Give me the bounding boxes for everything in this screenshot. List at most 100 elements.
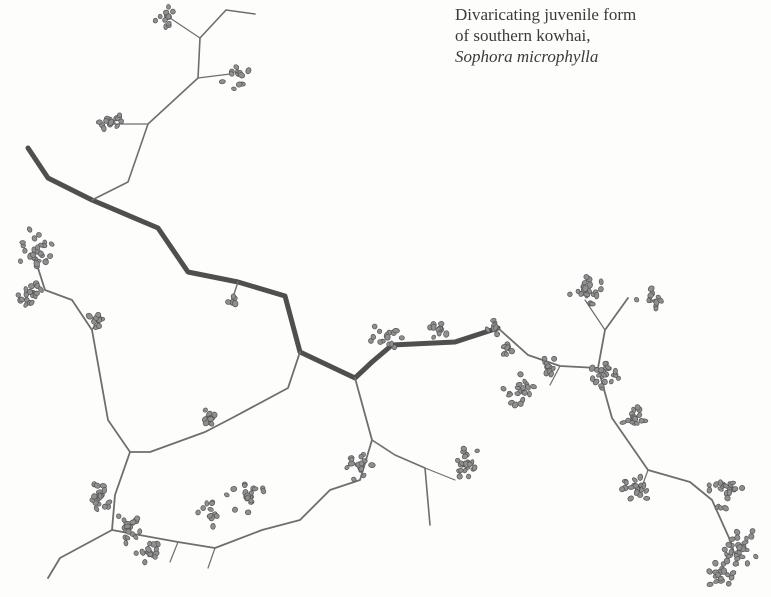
leaflet xyxy=(139,548,146,556)
leaflet xyxy=(508,348,515,355)
leaflet xyxy=(724,495,731,502)
leaflet xyxy=(732,560,739,567)
leaflet xyxy=(123,523,131,529)
leaflet xyxy=(744,535,749,542)
leaflet xyxy=(28,299,35,306)
leaflet xyxy=(527,390,532,398)
leaflet xyxy=(643,496,651,501)
leaflet xyxy=(213,513,220,519)
leaflet xyxy=(474,448,480,453)
leaflet xyxy=(631,477,638,483)
leaflet xyxy=(634,297,640,303)
leaflet xyxy=(30,252,37,258)
leaflet xyxy=(23,286,29,293)
leaflet xyxy=(575,288,581,294)
leaflet xyxy=(200,505,206,511)
leaflet xyxy=(344,465,350,470)
leaflet xyxy=(706,568,713,575)
leaflet xyxy=(235,81,243,88)
leaf-cluster xyxy=(133,540,161,566)
leaflet xyxy=(15,292,21,298)
leaflet xyxy=(48,241,55,247)
leaflet xyxy=(98,492,103,500)
leaflet xyxy=(723,557,731,565)
leaflet xyxy=(248,498,254,504)
leaf-cluster xyxy=(484,317,501,338)
leaflet xyxy=(101,125,107,133)
leaflet xyxy=(31,235,38,242)
leaflet xyxy=(739,485,746,491)
leaflet xyxy=(548,371,554,378)
leaflet xyxy=(600,372,607,378)
leaflet xyxy=(42,258,49,266)
leaf-cluster xyxy=(89,481,113,512)
leaflet xyxy=(712,559,719,567)
leaf-cluster xyxy=(368,323,405,351)
leaflet xyxy=(749,528,756,534)
leaflet xyxy=(260,488,267,495)
leaf-cluster xyxy=(15,280,44,308)
leaflet xyxy=(512,401,519,409)
leaf-cluster xyxy=(152,4,176,31)
leaflet xyxy=(19,240,26,245)
leaflet xyxy=(133,534,139,540)
leaflet xyxy=(514,391,521,397)
leaf-cluster xyxy=(588,360,621,391)
leaf-cluster xyxy=(201,407,218,427)
leaflet xyxy=(36,232,42,238)
leaflet xyxy=(206,512,214,519)
leaflet xyxy=(738,554,746,560)
leaflet xyxy=(726,488,733,497)
leaflet xyxy=(244,509,252,516)
leaflet xyxy=(567,291,573,297)
leaflet xyxy=(583,274,590,280)
leaflet xyxy=(96,323,102,329)
leaflet xyxy=(653,305,659,312)
leaflet xyxy=(129,519,137,525)
leaflet xyxy=(748,533,755,540)
leaflet xyxy=(368,462,376,468)
leaflet xyxy=(108,118,114,126)
leaf-cluster xyxy=(427,321,450,340)
leaflet xyxy=(581,280,588,286)
leaflet xyxy=(725,580,732,587)
leaf-cluster xyxy=(706,557,737,587)
leaflet xyxy=(729,480,736,486)
leaflet xyxy=(370,333,377,340)
leaflet xyxy=(210,522,216,530)
leaflet xyxy=(230,486,238,492)
center-twig xyxy=(424,467,456,481)
leaflet xyxy=(602,360,609,367)
leaflet xyxy=(204,500,210,507)
leaflet xyxy=(706,482,712,488)
leaflet xyxy=(358,453,364,460)
leaflet xyxy=(358,460,365,467)
leaflet xyxy=(713,481,719,488)
leaflet xyxy=(27,289,33,295)
leaflet xyxy=(22,248,28,254)
leaflet xyxy=(632,415,639,422)
leaflet xyxy=(731,486,739,492)
leaflet xyxy=(398,335,405,341)
leaflet xyxy=(588,301,596,307)
leaflet xyxy=(728,548,734,556)
leaf-cluster xyxy=(567,274,604,307)
leaflet xyxy=(349,456,355,463)
leaflet xyxy=(35,244,41,251)
leaflet xyxy=(655,294,661,300)
leaflet xyxy=(736,544,743,551)
leaflet xyxy=(351,476,357,482)
leaflet xyxy=(37,250,44,257)
leaflet xyxy=(588,364,596,372)
leaflet xyxy=(125,535,131,541)
leaflet xyxy=(218,79,226,85)
leaflet xyxy=(147,540,152,547)
leaflet xyxy=(643,488,650,494)
leaflet xyxy=(101,503,108,510)
leaflet xyxy=(166,4,171,10)
leaflet xyxy=(371,323,378,330)
leaflet xyxy=(18,296,25,303)
leaf-cluster xyxy=(116,513,143,547)
leaflet xyxy=(142,559,148,566)
